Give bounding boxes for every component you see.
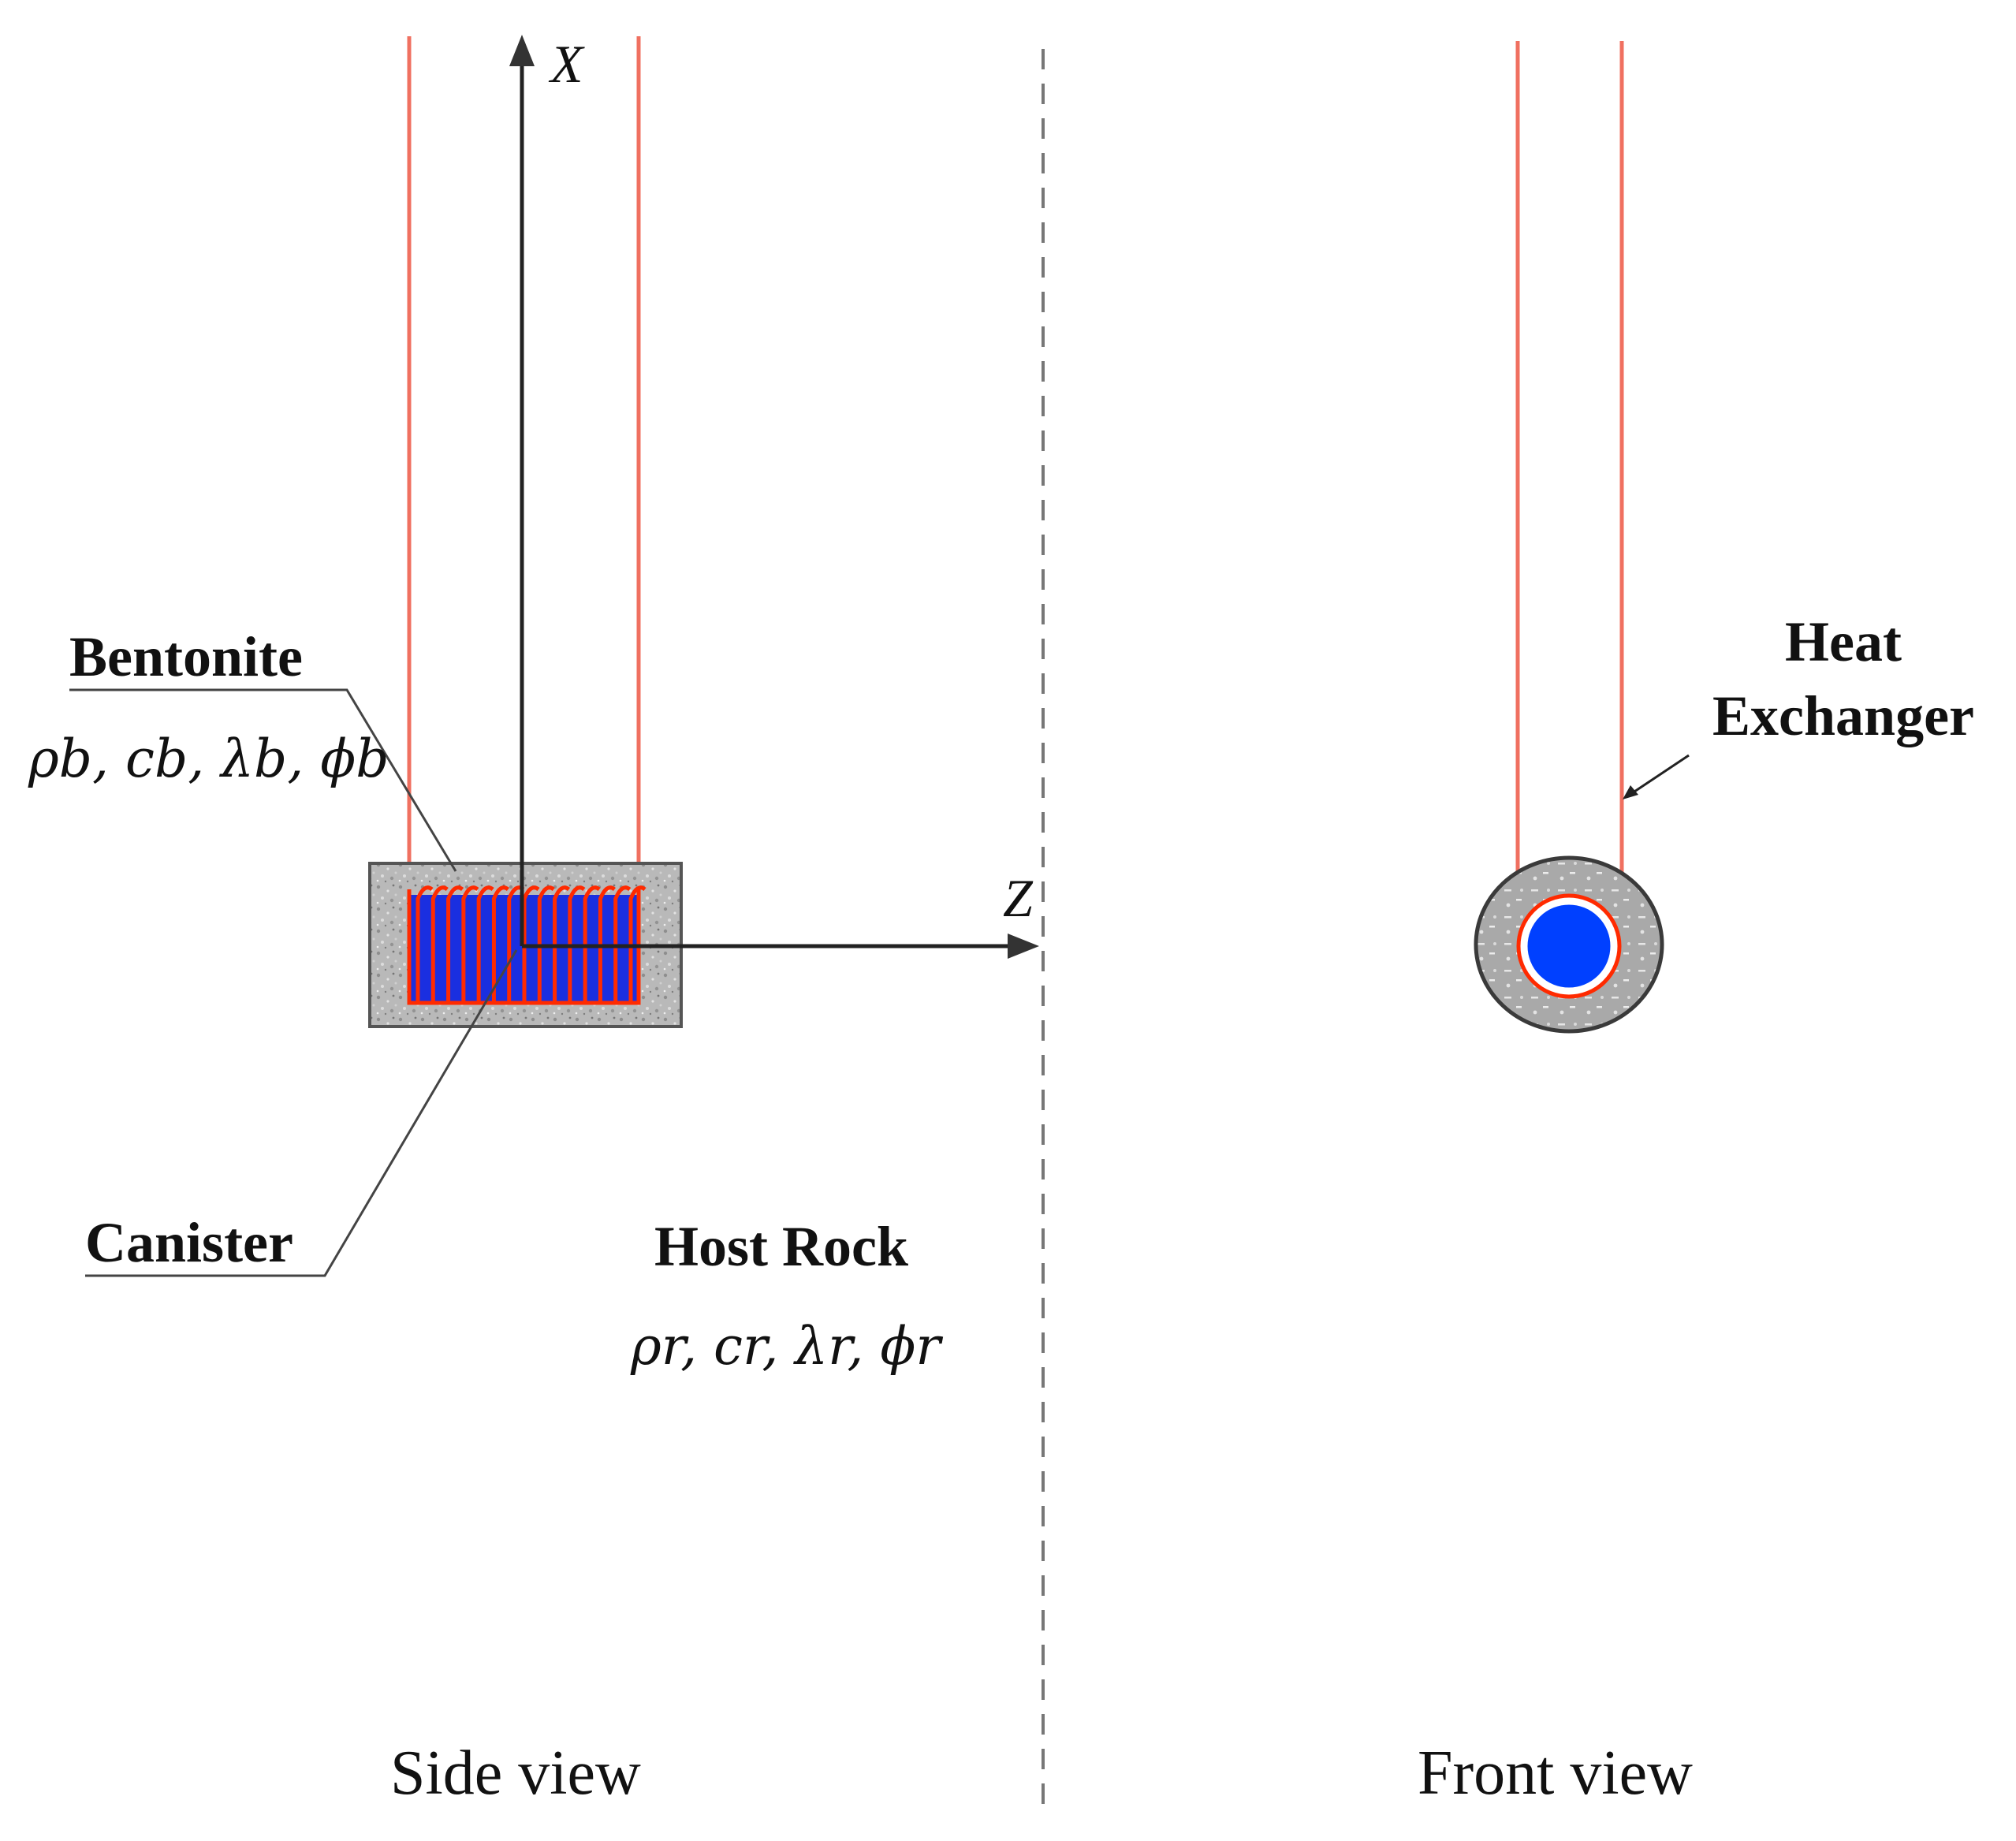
canister-label: Canister <box>85 1211 293 1274</box>
side-view-label: Side view <box>390 1739 641 1808</box>
heat-exchanger-label-line1: Heat <box>1785 610 1902 673</box>
coil-turn <box>583 885 601 1003</box>
front-view-label: Front view <box>1418 1739 1693 1808</box>
coil-turn <box>628 885 647 1003</box>
coil-turn <box>415 885 434 1003</box>
z-axis-label: Z <box>1003 868 1034 928</box>
coil-turn <box>461 885 479 1003</box>
coil-turn <box>568 885 586 1003</box>
bentonite-params: ρb, cb, λb, ϕb <box>28 729 389 789</box>
coil-turn <box>476 885 494 1003</box>
bentonite-label: Bentonite <box>69 625 303 688</box>
coil-turn <box>446 885 464 1003</box>
heat-exchanger-leader <box>1627 754 1690 798</box>
coil-turn <box>553 885 571 1003</box>
heat-exchanger-leader-arrowhead <box>1623 785 1638 799</box>
x-axis-label: X <box>548 34 585 94</box>
heat-exchanger-coil <box>415 885 647 1003</box>
coil-turn <box>598 885 616 1003</box>
z-axis-arrowhead <box>1008 934 1039 959</box>
bentonite-leader <box>69 688 457 872</box>
x-axis-arrowhead <box>509 35 535 66</box>
host-rock-params: ρr, cr, λr, ϕr <box>630 1316 943 1377</box>
canister-leader <box>85 949 518 1277</box>
coil-turn <box>537 885 555 1003</box>
coil-turn <box>522 885 540 1003</box>
heat-exchanger-label-line2: Exchanger <box>1712 684 1974 747</box>
coil-turn <box>430 885 449 1003</box>
coil-turn <box>613 885 632 1003</box>
coil-turn <box>491 885 509 1003</box>
host-rock-label: Host Rock <box>654 1215 908 1278</box>
front-canister <box>1525 902 1613 990</box>
